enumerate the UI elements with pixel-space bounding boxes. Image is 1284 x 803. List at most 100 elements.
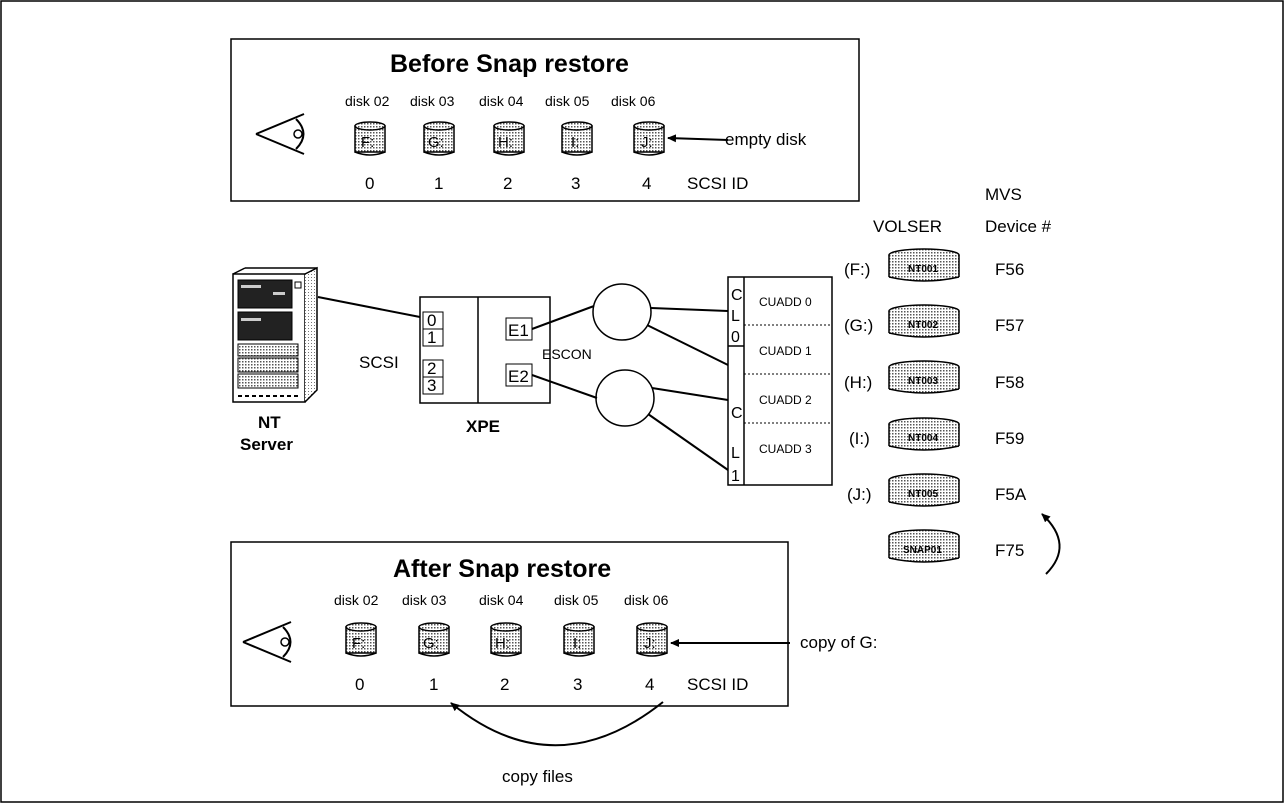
drive-letter: H:: [498, 134, 513, 151]
scsi-id: 4: [642, 174, 651, 193]
device-number: F5A: [995, 485, 1027, 504]
volume-drive: (H:): [844, 373, 872, 392]
volume-disk: NT001: [889, 249, 959, 281]
scsi-label: SCSI: [359, 353, 399, 372]
empty-disk-label: empty disk: [725, 130, 807, 149]
server-icon: [233, 268, 317, 402]
scsi-id-label: SCSI ID: [687, 174, 748, 193]
escon-port-label: E2: [508, 367, 529, 386]
scsi-id: 2: [500, 675, 509, 694]
disk: I:: [564, 623, 594, 656]
xpe-port-label: 3: [427, 376, 436, 395]
copy-files-arrow: [451, 702, 663, 745]
escon-link: [648, 414, 728, 470]
disk: J:: [634, 122, 664, 155]
cl1-char: 1: [731, 468, 740, 485]
disk-label: disk 06: [611, 93, 656, 109]
drive-letter: J:: [641, 134, 653, 151]
scsi-id: 0: [365, 174, 374, 193]
cuadd-label: CUADD 0: [759, 295, 812, 309]
cl0-char: C: [731, 287, 743, 304]
volume-drive: (G:): [844, 316, 873, 335]
device-number: F57: [995, 316, 1024, 335]
volume-drive: (F:): [844, 260, 870, 279]
volume-disk: NT002: [889, 305, 959, 337]
device-header: Device #: [985, 217, 1052, 236]
disk-label: disk 04: [479, 592, 524, 608]
volser-label: SNAP01: [903, 545, 942, 556]
disk: F:: [346, 623, 376, 656]
drive-letter: F:: [361, 134, 374, 151]
volume-drive: (J:): [847, 485, 872, 504]
disk: I:: [562, 122, 592, 155]
drive-letter: I:: [573, 635, 581, 652]
control-unit: C L 0 C L 1 CUADD 0 CUADD 1 CUADD 2 CUAD…: [728, 277, 832, 485]
volume-row: (J:) NT005 F5A: [847, 474, 1027, 506]
disk-label: disk 03: [402, 592, 447, 608]
xpe-box: 0 1 2 3 E1 E2: [420, 297, 550, 403]
cl0-char: L: [731, 308, 740, 325]
disk: G:: [424, 122, 454, 155]
cuadd-label: CUADD 1: [759, 344, 812, 358]
scsi-id: 1: [434, 174, 443, 193]
scsi-id: 4: [645, 675, 654, 694]
volume-disk: SNAP01: [889, 530, 959, 562]
volser-header: VOLSER: [873, 217, 942, 236]
volser-label: NT002: [908, 320, 938, 331]
disk: H:: [494, 122, 524, 155]
volume-row: (G:) NT002 F57: [844, 305, 1024, 337]
drive-letter: H:: [495, 635, 510, 652]
scsi-id: 1: [429, 675, 438, 694]
disk-label: disk 02: [345, 93, 390, 109]
cl1-char: C: [731, 405, 743, 422]
volser-label: NT004: [908, 433, 938, 444]
device-number: F56: [995, 260, 1024, 279]
xpe-label: XPE: [466, 417, 500, 436]
cuadd-label: CUADD 3: [759, 442, 812, 456]
disk-label: disk 05: [545, 93, 590, 109]
scsi-id-label: SCSI ID: [687, 675, 748, 694]
escon-link: [652, 388, 728, 400]
disk-label: disk 03: [410, 93, 455, 109]
escon-port-label: E1: [508, 321, 529, 340]
disk: F:: [355, 122, 385, 155]
after-panel: After Snap restore disk 02 disk 03 disk …: [231, 542, 788, 706]
disk-label: disk 06: [624, 592, 669, 608]
scsi-id: 2: [503, 174, 512, 193]
disk-label: disk 02: [334, 592, 379, 608]
volume-row: (F:) NT001 F56: [844, 249, 1024, 281]
drive-letter: F:: [352, 635, 365, 652]
mvs-header: MVS: [985, 185, 1022, 204]
volser-label: NT005: [908, 489, 938, 500]
volume-drive: (I:): [849, 429, 870, 448]
volume-disk: NT005: [889, 474, 959, 506]
volser-label: NT001: [908, 264, 938, 275]
disk-label: disk 04: [479, 93, 524, 109]
scsi-id: 3: [571, 174, 580, 193]
drive-letter: J:: [644, 635, 656, 652]
drive-letter: I:: [571, 134, 579, 151]
server-label-line2: Server: [240, 435, 293, 454]
volume-row: SNAP01 F75: [889, 530, 1024, 562]
before-title: Before Snap restore: [390, 50, 629, 78]
disk: H:: [491, 623, 521, 656]
escon-director: [593, 284, 651, 340]
device-number: F58: [995, 373, 1024, 392]
escon-label: ESCON: [542, 346, 592, 362]
xpe-port-label: 1: [427, 328, 436, 347]
cuadd-label: CUADD 2: [759, 393, 812, 407]
device-number: F75: [995, 541, 1024, 560]
scsi-cable: [318, 297, 420, 317]
device-number: F59: [995, 429, 1024, 448]
snap-arrow: [1042, 514, 1060, 574]
disk: J:: [637, 623, 667, 656]
scsi-id: 3: [573, 675, 582, 694]
volume-disk: NT004: [889, 418, 959, 450]
after-title: After Snap restore: [393, 555, 611, 583]
scsi-id: 0: [355, 675, 364, 694]
drive-letter: G:: [423, 635, 439, 652]
server-label-line1: NT: [258, 413, 281, 432]
escon-link: [651, 308, 728, 311]
drive-letter: G:: [428, 134, 444, 151]
